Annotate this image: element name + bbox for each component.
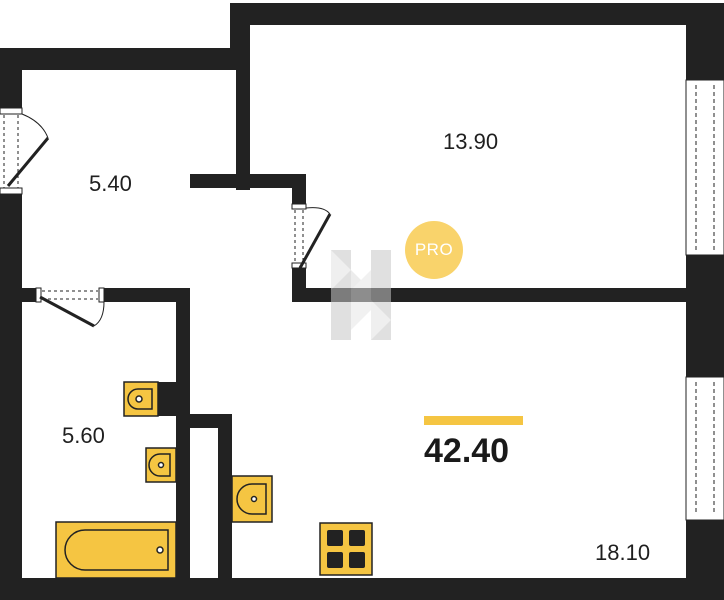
stove [319,522,373,576]
wall-partition [218,414,232,578]
wall-right-mid [686,255,724,377]
fixtures [55,381,373,579]
walls [0,3,724,600]
wall-hall-stub [190,174,306,188]
bathroom-door [35,287,105,328]
toilet-cistern [158,382,176,416]
wall-top-right [230,3,724,25]
wall-bath-right [176,288,190,578]
window-living [685,376,724,521]
pro-badge: PRO [405,221,463,279]
total-area: 42.40 [424,432,510,470]
room-area-bedroom: 13.90 [443,129,499,154]
bedroom-door [291,203,332,269]
wall-bedroom-corner [292,174,306,204]
wall-bath-top [104,288,190,302]
room-area-hallway: 5.40 [89,171,132,196]
room-area-kitchen-living: 18.10 [595,540,651,565]
watermark-logo [331,250,391,340]
wall-bedroom-left [236,25,250,190]
wall-right-top [686,3,724,80]
wall-bedroom-bottom [292,288,724,302]
toilet [123,381,159,417]
kitchen-sink [231,475,273,523]
wall-bath-top-left [22,288,36,302]
doors [0,107,332,328]
wall-bottom [0,578,724,600]
total-area-underline [424,416,523,425]
bathtub [55,521,177,579]
room-area-bathroom: 5.60 [62,423,105,448]
window-bedroom [685,79,724,256]
wall-left-lower [0,194,22,600]
wall-top-left [0,48,250,70]
windows [685,79,724,521]
bath-sink [145,447,177,483]
entry-door [0,107,50,195]
